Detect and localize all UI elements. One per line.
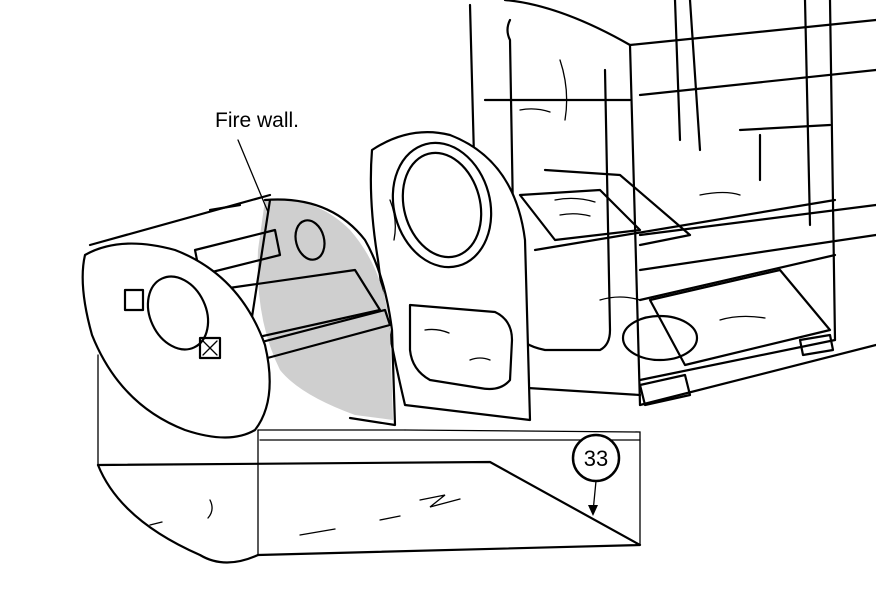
fire-wall-callout: Fire wall.	[215, 109, 299, 213]
step-arrow-icon	[588, 505, 598, 516]
step-badge: 33	[571, 433, 621, 516]
fire-wall-plate	[257, 198, 397, 427]
former-ring	[369, 131, 532, 422]
fire-wall-label: Fire wall.	[215, 109, 299, 132]
nose-block	[81, 193, 392, 439]
fuselage-box	[468, 0, 876, 407]
bottom-sheet	[96, 354, 642, 564]
step-number: 33	[584, 446, 608, 471]
